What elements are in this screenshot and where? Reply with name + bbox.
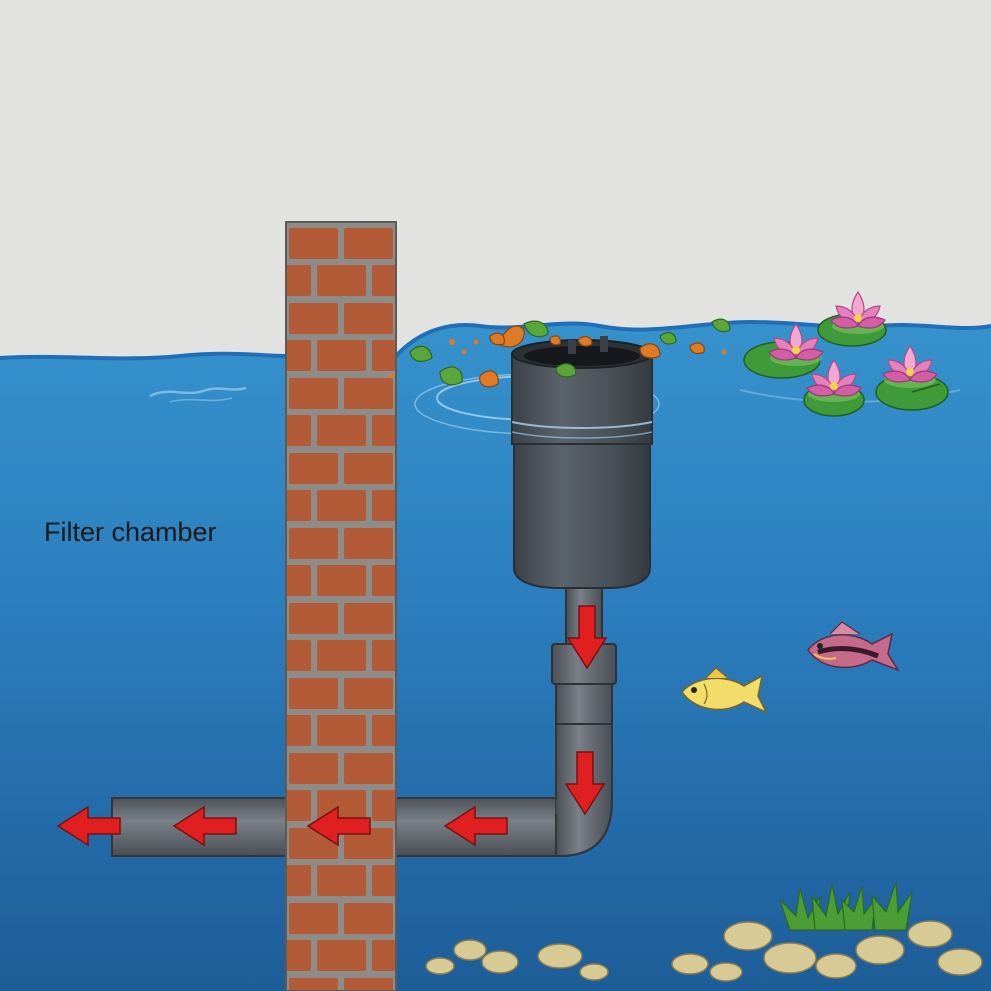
skimmer-unit [414, 336, 660, 725]
fish-icon [681, 621, 900, 714]
water-plant-icon [779, 881, 913, 931]
brick-wall-icon [285, 221, 397, 991]
wave-glint [169, 397, 233, 403]
stone-icon [425, 920, 983, 982]
filter-chamber-label: Filter chamber [44, 517, 217, 547]
floating-leaves [389, 318, 731, 388]
water-surface-line [0, 319, 991, 361]
wave-glint [149, 386, 247, 398]
